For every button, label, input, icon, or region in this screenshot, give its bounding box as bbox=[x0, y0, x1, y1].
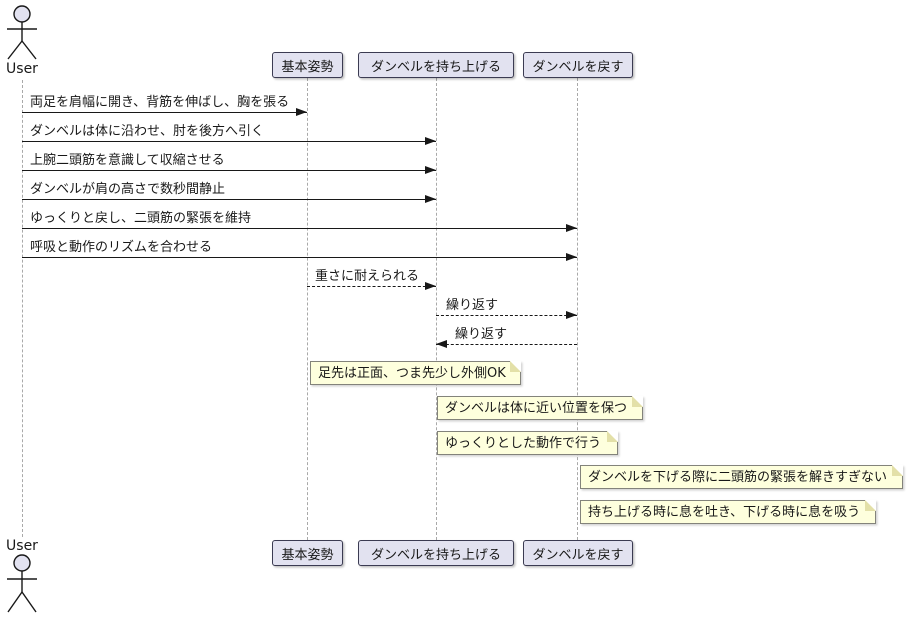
note: 持ち上げる時に息を吐き、下げる時に息を吸う bbox=[580, 500, 876, 524]
message-arrow bbox=[307, 282, 436, 290]
actor-label-top: User bbox=[6, 61, 38, 77]
note: ゆっくりとした動作で行う bbox=[437, 431, 618, 455]
arrowhead-icon bbox=[566, 311, 577, 319]
note: ダンベルを下げる際に二頭筋の緊張を解きすぎない bbox=[580, 465, 903, 489]
actor-icon-bottom bbox=[0, 553, 44, 618]
lifeline-lift-dumbbell bbox=[436, 78, 437, 540]
note-text: 持ち上げる時に息を吐き、下げる時に息を吸う bbox=[588, 505, 861, 520]
arrowhead-icon bbox=[296, 108, 307, 116]
participant-top-basic-posture: 基本姿勢 bbox=[272, 52, 343, 78]
message-label: 両足を肩幅に開き、背筋を伸ばし、胸を張る bbox=[30, 95, 290, 110]
note-fold-icon bbox=[632, 396, 643, 407]
note-fold-icon bbox=[510, 361, 521, 372]
arrowhead-icon bbox=[566, 224, 577, 232]
message-label: 繰り返す bbox=[455, 327, 508, 342]
note-text: ゆっくりとした動作で行う bbox=[445, 436, 602, 451]
message-arrow bbox=[22, 253, 577, 261]
message-label: 呼吸と動作のリズムを合わせる bbox=[30, 240, 213, 255]
actor-label-bottom: User bbox=[6, 538, 38, 554]
lifeline-basic-posture bbox=[307, 78, 308, 540]
arrowhead-icon bbox=[425, 137, 436, 145]
note-fold-icon bbox=[865, 500, 876, 511]
note-fold-icon bbox=[607, 431, 618, 442]
note-fold-icon bbox=[892, 465, 903, 476]
lifeline-user bbox=[22, 80, 23, 537]
message-arrow bbox=[22, 195, 436, 203]
arrowhead-icon bbox=[425, 195, 436, 203]
message-label: ダンベルは体に沿わせ、肘を後方へ引く bbox=[30, 124, 265, 139]
arrowhead-icon bbox=[425, 166, 436, 174]
message-label: 繰り返す bbox=[446, 298, 499, 313]
message-label: ダンベルが肩の高さで数秒間静止 bbox=[30, 182, 226, 197]
message-arrow bbox=[22, 224, 577, 232]
arrowhead-icon bbox=[436, 340, 447, 348]
participant-bottom-lift-dumbbell: ダンベルを持ち上げる bbox=[358, 540, 514, 566]
message-label: ゆっくりと戻し、二頭筋の緊張を維持 bbox=[30, 211, 252, 226]
message-arrow bbox=[22, 166, 436, 174]
actor-icon-top bbox=[0, 4, 44, 65]
arrowhead-icon bbox=[425, 282, 436, 290]
participant-top-lift-dumbbell: ダンベルを持ち上げる bbox=[358, 52, 514, 78]
note-text: 足先は正面、つま先少し外側OK bbox=[318, 366, 506, 381]
note-text: ダンベルは体に近い位置を保つ bbox=[445, 401, 628, 416]
message-label: 上腕二頭筋を意識して収縮させる bbox=[30, 153, 225, 168]
participant-bottom-basic-posture: 基本姿勢 bbox=[272, 540, 343, 566]
note: 足先は正面、つま先少し外側OK bbox=[310, 361, 521, 385]
message-arrow bbox=[22, 137, 436, 145]
arrowhead-icon bbox=[566, 253, 577, 261]
participant-bottom-return-dumbbell: ダンベルを戻す bbox=[523, 540, 633, 566]
lifeline-return-dumbbell bbox=[577, 78, 578, 540]
note: ダンベルは体に近い位置を保つ bbox=[437, 396, 643, 420]
message-arrow bbox=[436, 311, 577, 319]
message-arrow bbox=[22, 108, 307, 116]
participant-top-return-dumbbell: ダンベルを戻す bbox=[523, 52, 633, 78]
message-label: 重さに耐えられる bbox=[315, 269, 420, 284]
message-arrow bbox=[436, 340, 577, 348]
note-text: ダンベルを下げる際に二頭筋の緊張を解きすぎない bbox=[588, 470, 888, 485]
